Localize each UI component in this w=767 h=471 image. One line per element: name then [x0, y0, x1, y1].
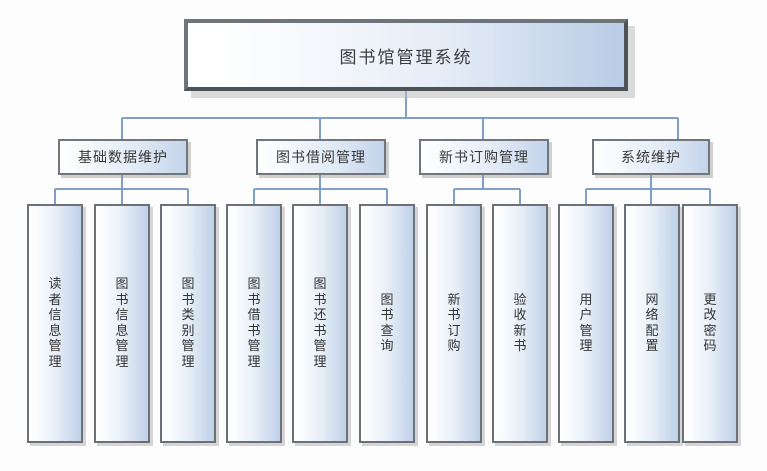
node-leaf-return-book[interactable]: 图书还书管理: [292, 204, 348, 443]
node-leaf-book-category[interactable]: 图书类别管理: [160, 204, 216, 443]
node-level2-label: 系统维护: [621, 150, 681, 166]
node-level2-new-book-order[interactable]: 新书订购管理: [419, 139, 549, 175]
node-leaf-order-new-book[interactable]: 新书订购: [426, 204, 482, 443]
node-level2-label: 图书借阅管理: [276, 150, 366, 166]
node-level2-basic-data[interactable]: 基础数据维护: [58, 139, 188, 175]
node-level2-borrow-management[interactable]: 图书借阅管理: [256, 139, 386, 175]
node-leaf-label: 验收新书: [513, 292, 527, 355]
node-leaf-borrow-book[interactable]: 图书借书管理: [226, 204, 282, 443]
node-leaf-label: 更改密码: [703, 292, 717, 355]
node-leaf-book-info[interactable]: 图书信息管理: [94, 204, 150, 443]
node-leaf-label: 图书查询: [380, 292, 394, 355]
node-leaf-label: 图书借书管理: [247, 277, 261, 370]
node-level2-label: 新书订购管理: [439, 150, 529, 166]
node-leaf-label: 用户管理: [579, 292, 593, 355]
node-leaf-label: 图书类别管理: [181, 277, 195, 370]
node-leaf-label: 图书信息管理: [115, 277, 129, 370]
node-leaf-change-password[interactable]: 更改密码: [682, 204, 738, 443]
node-leaf-label: 新书订购: [447, 292, 461, 355]
node-leaf-reader-info[interactable]: 读者信息管理: [27, 204, 83, 443]
node-level2-label: 基础数据维护: [78, 150, 168, 166]
node-leaf-label: 读者信息管理: [48, 277, 62, 370]
node-leaf-label: 网络配置: [645, 292, 659, 355]
node-leaf-label: 图书还书管理: [313, 277, 327, 370]
node-leaf-accept-new-book[interactable]: 验收新书: [492, 204, 548, 443]
node-level2-system-maintenance[interactable]: 系统维护: [592, 139, 710, 175]
node-leaf-book-query[interactable]: 图书查询: [359, 204, 415, 443]
node-root[interactable]: 图书馆管理系统: [184, 19, 628, 91]
node-leaf-network-config[interactable]: 网络配置: [624, 204, 680, 443]
node-leaf-user-management[interactable]: 用户管理: [558, 204, 614, 443]
node-root-label: 图书馆管理系统: [339, 47, 473, 68]
